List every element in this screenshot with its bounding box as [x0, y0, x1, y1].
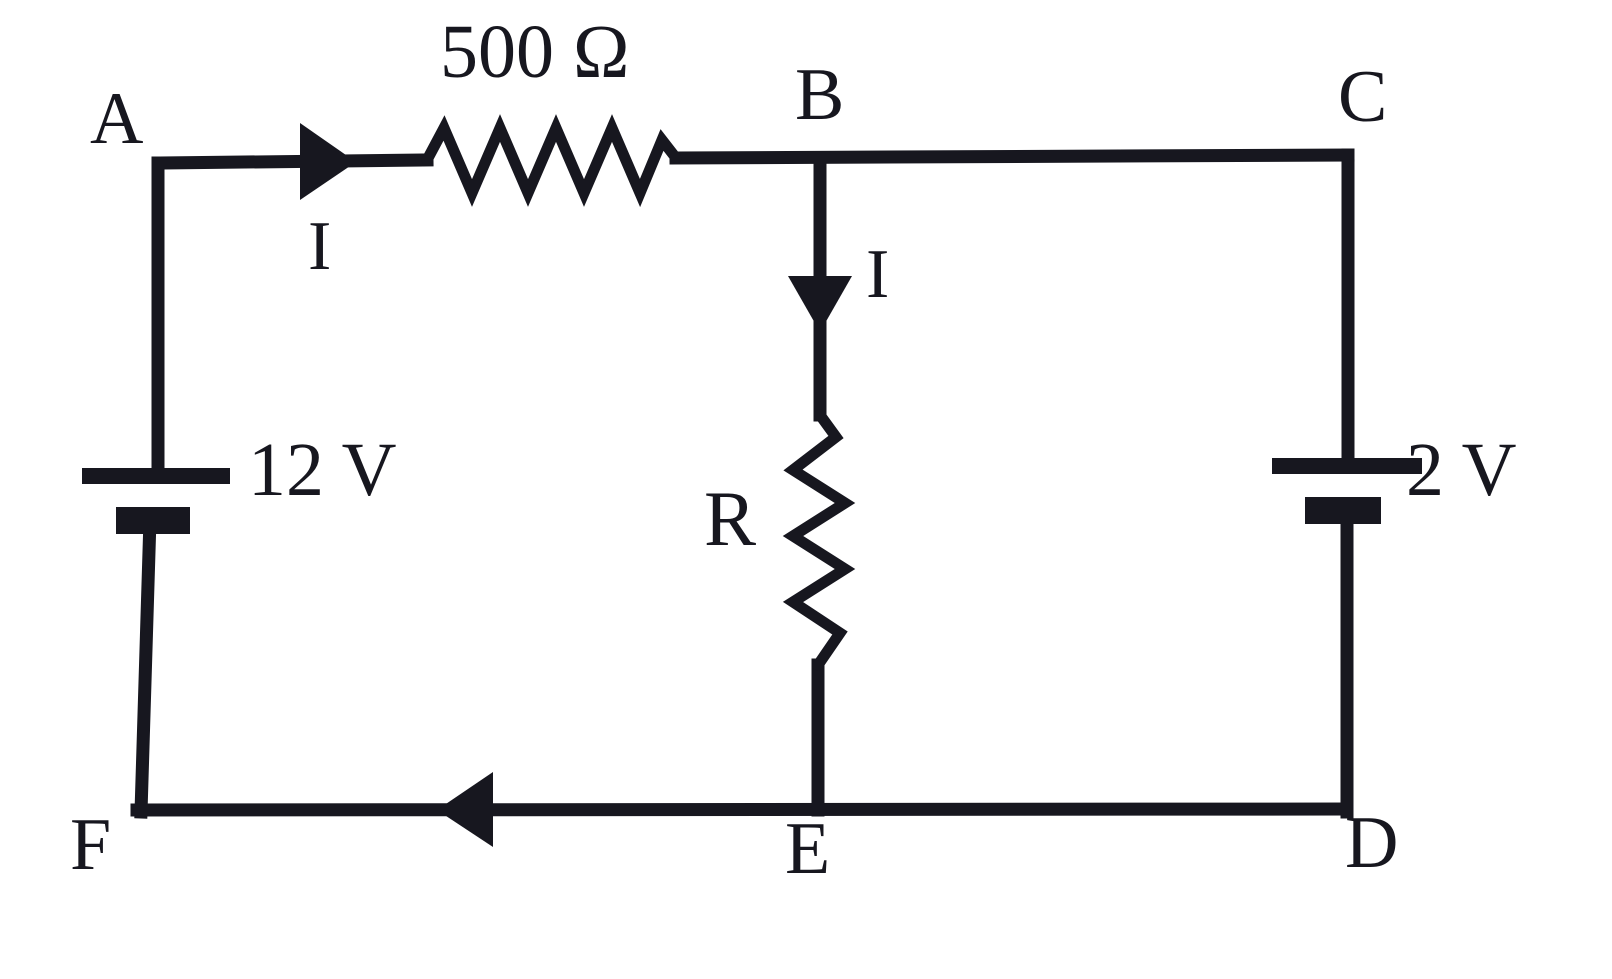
battery-12v-positive-plate: [82, 468, 230, 484]
current-arrow-middle: [788, 276, 852, 332]
node-label-b: B: [795, 54, 845, 136]
wire-group: [130, 148, 1355, 819]
node-label-a: A: [90, 78, 144, 160]
resistor-r-label: R: [704, 475, 757, 562]
current-label-top: I: [308, 208, 332, 285]
node-label-d: D: [1345, 802, 1399, 884]
wire-a-to-resistor: [153, 153, 434, 170]
battery-2v-positive-plate: [1272, 458, 1422, 474]
battery-12v-label: 12 V: [248, 428, 397, 512]
wire-battery-to-f: [134, 512, 157, 819]
current-arrow-bottom: [437, 772, 493, 847]
node-label-e: E: [785, 808, 831, 890]
current-label-middle: I: [866, 236, 890, 313]
battery-2v-symbol: [1272, 458, 1422, 524]
node-label-f: F: [70, 804, 112, 886]
current-arrow-top: [300, 123, 356, 200]
resistor-r-symbol: [782, 409, 856, 671]
resistor-500ohm-symbol: [421, 114, 682, 208]
battery-2v-negative-plate: [1305, 497, 1381, 524]
battery-2v-label: 2 V: [1406, 428, 1517, 512]
resistor-500ohm-label: 500 Ω: [440, 10, 630, 94]
node-label-c: C: [1338, 56, 1388, 138]
wire-resistor-to-c: [669, 148, 1355, 165]
battery-12v-symbol: [82, 468, 230, 534]
wire-bottom-f-to-d: [130, 802, 1354, 817]
battery-12v-negative-plate: [116, 507, 190, 534]
